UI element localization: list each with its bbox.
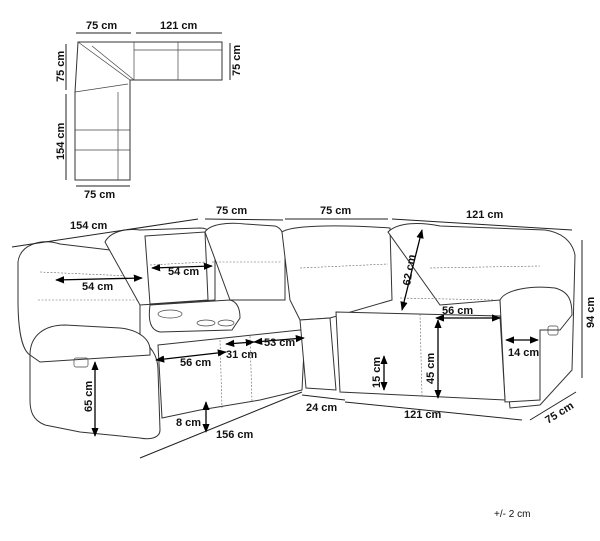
label-overall-left: 154 cm: [70, 220, 108, 232]
label-leg-height: 8 cm: [176, 417, 201, 429]
label-armrest-width: 14 cm: [508, 347, 539, 359]
dim-line-overall-right: [391, 218, 573, 231]
arrow-console-width: [225, 338, 255, 348]
label-console-width: 31 cm: [226, 349, 257, 361]
dim-line-corner-a: [204, 218, 284, 221]
label-front-length: 156 cm: [216, 429, 254, 441]
dim-line-front-length: [139, 391, 303, 459]
arrow-seat-width-left: [55, 274, 143, 284]
dim-line-corner-gap: [301, 394, 346, 401]
sofa-perspective-view: 154 cm 75 cm 75 cm 121 cm 94 cm 54 cm 54…: [11, 205, 597, 459]
label-top-left-width: 75 cm: [86, 20, 117, 32]
label-corner-b: 75 cm: [320, 205, 351, 217]
label-seat-height: 65 cm: [83, 381, 95, 412]
label-seat-depth-2: 53 cm: [264, 337, 295, 349]
tolerance-note: +/- 2 cm: [494, 509, 530, 520]
label-left-length: 154 cm: [55, 122, 67, 160]
label-seat-height-right: 45 cm: [425, 353, 437, 384]
label-bottom-width: 75 cm: [84, 189, 115, 201]
label-overall-right: 121 cm: [466, 209, 504, 221]
label-corner-a: 75 cm: [216, 205, 247, 217]
recline-button-icon-right: [547, 325, 559, 336]
label-seat-width-left: 54 cm: [82, 281, 113, 293]
top-view-plan: 75 cm 121 cm 75 cm 75 cm 154 cm 75 cm: [55, 20, 243, 201]
label-armrest-to-floor: 56 cm: [442, 305, 473, 317]
arrow-backrest-height: [400, 229, 424, 311]
arrow-seat-width-console: [151, 262, 213, 272]
label-leg-clearance: 15 cm: [371, 357, 383, 388]
label-total-height: 94 cm: [585, 297, 597, 328]
label-top-straight-width: 121 cm: [160, 20, 198, 32]
label-backrest-height: 62 cm: [401, 254, 418, 287]
dim-line-right-depth: [529, 391, 577, 421]
label-right-depth: 75 cm: [231, 45, 243, 76]
arrow-seat-depth: [155, 349, 227, 363]
label-front-right: 121 cm: [404, 409, 442, 421]
label-left-upper-depth: 75 cm: [55, 51, 67, 82]
label-corner-gap: 24 cm: [306, 402, 337, 414]
label-seat-depth: 56 cm: [180, 357, 211, 369]
dim-line-front-right: [344, 401, 523, 421]
arrow-seat-depth-2: [253, 335, 305, 345]
label-right-depth: 75 cm: [543, 400, 576, 427]
label-seat-width-console: 54 cm: [168, 266, 199, 278]
dim-line-overall-left: [11, 218, 199, 248]
recline-button-icon: [73, 357, 89, 368]
